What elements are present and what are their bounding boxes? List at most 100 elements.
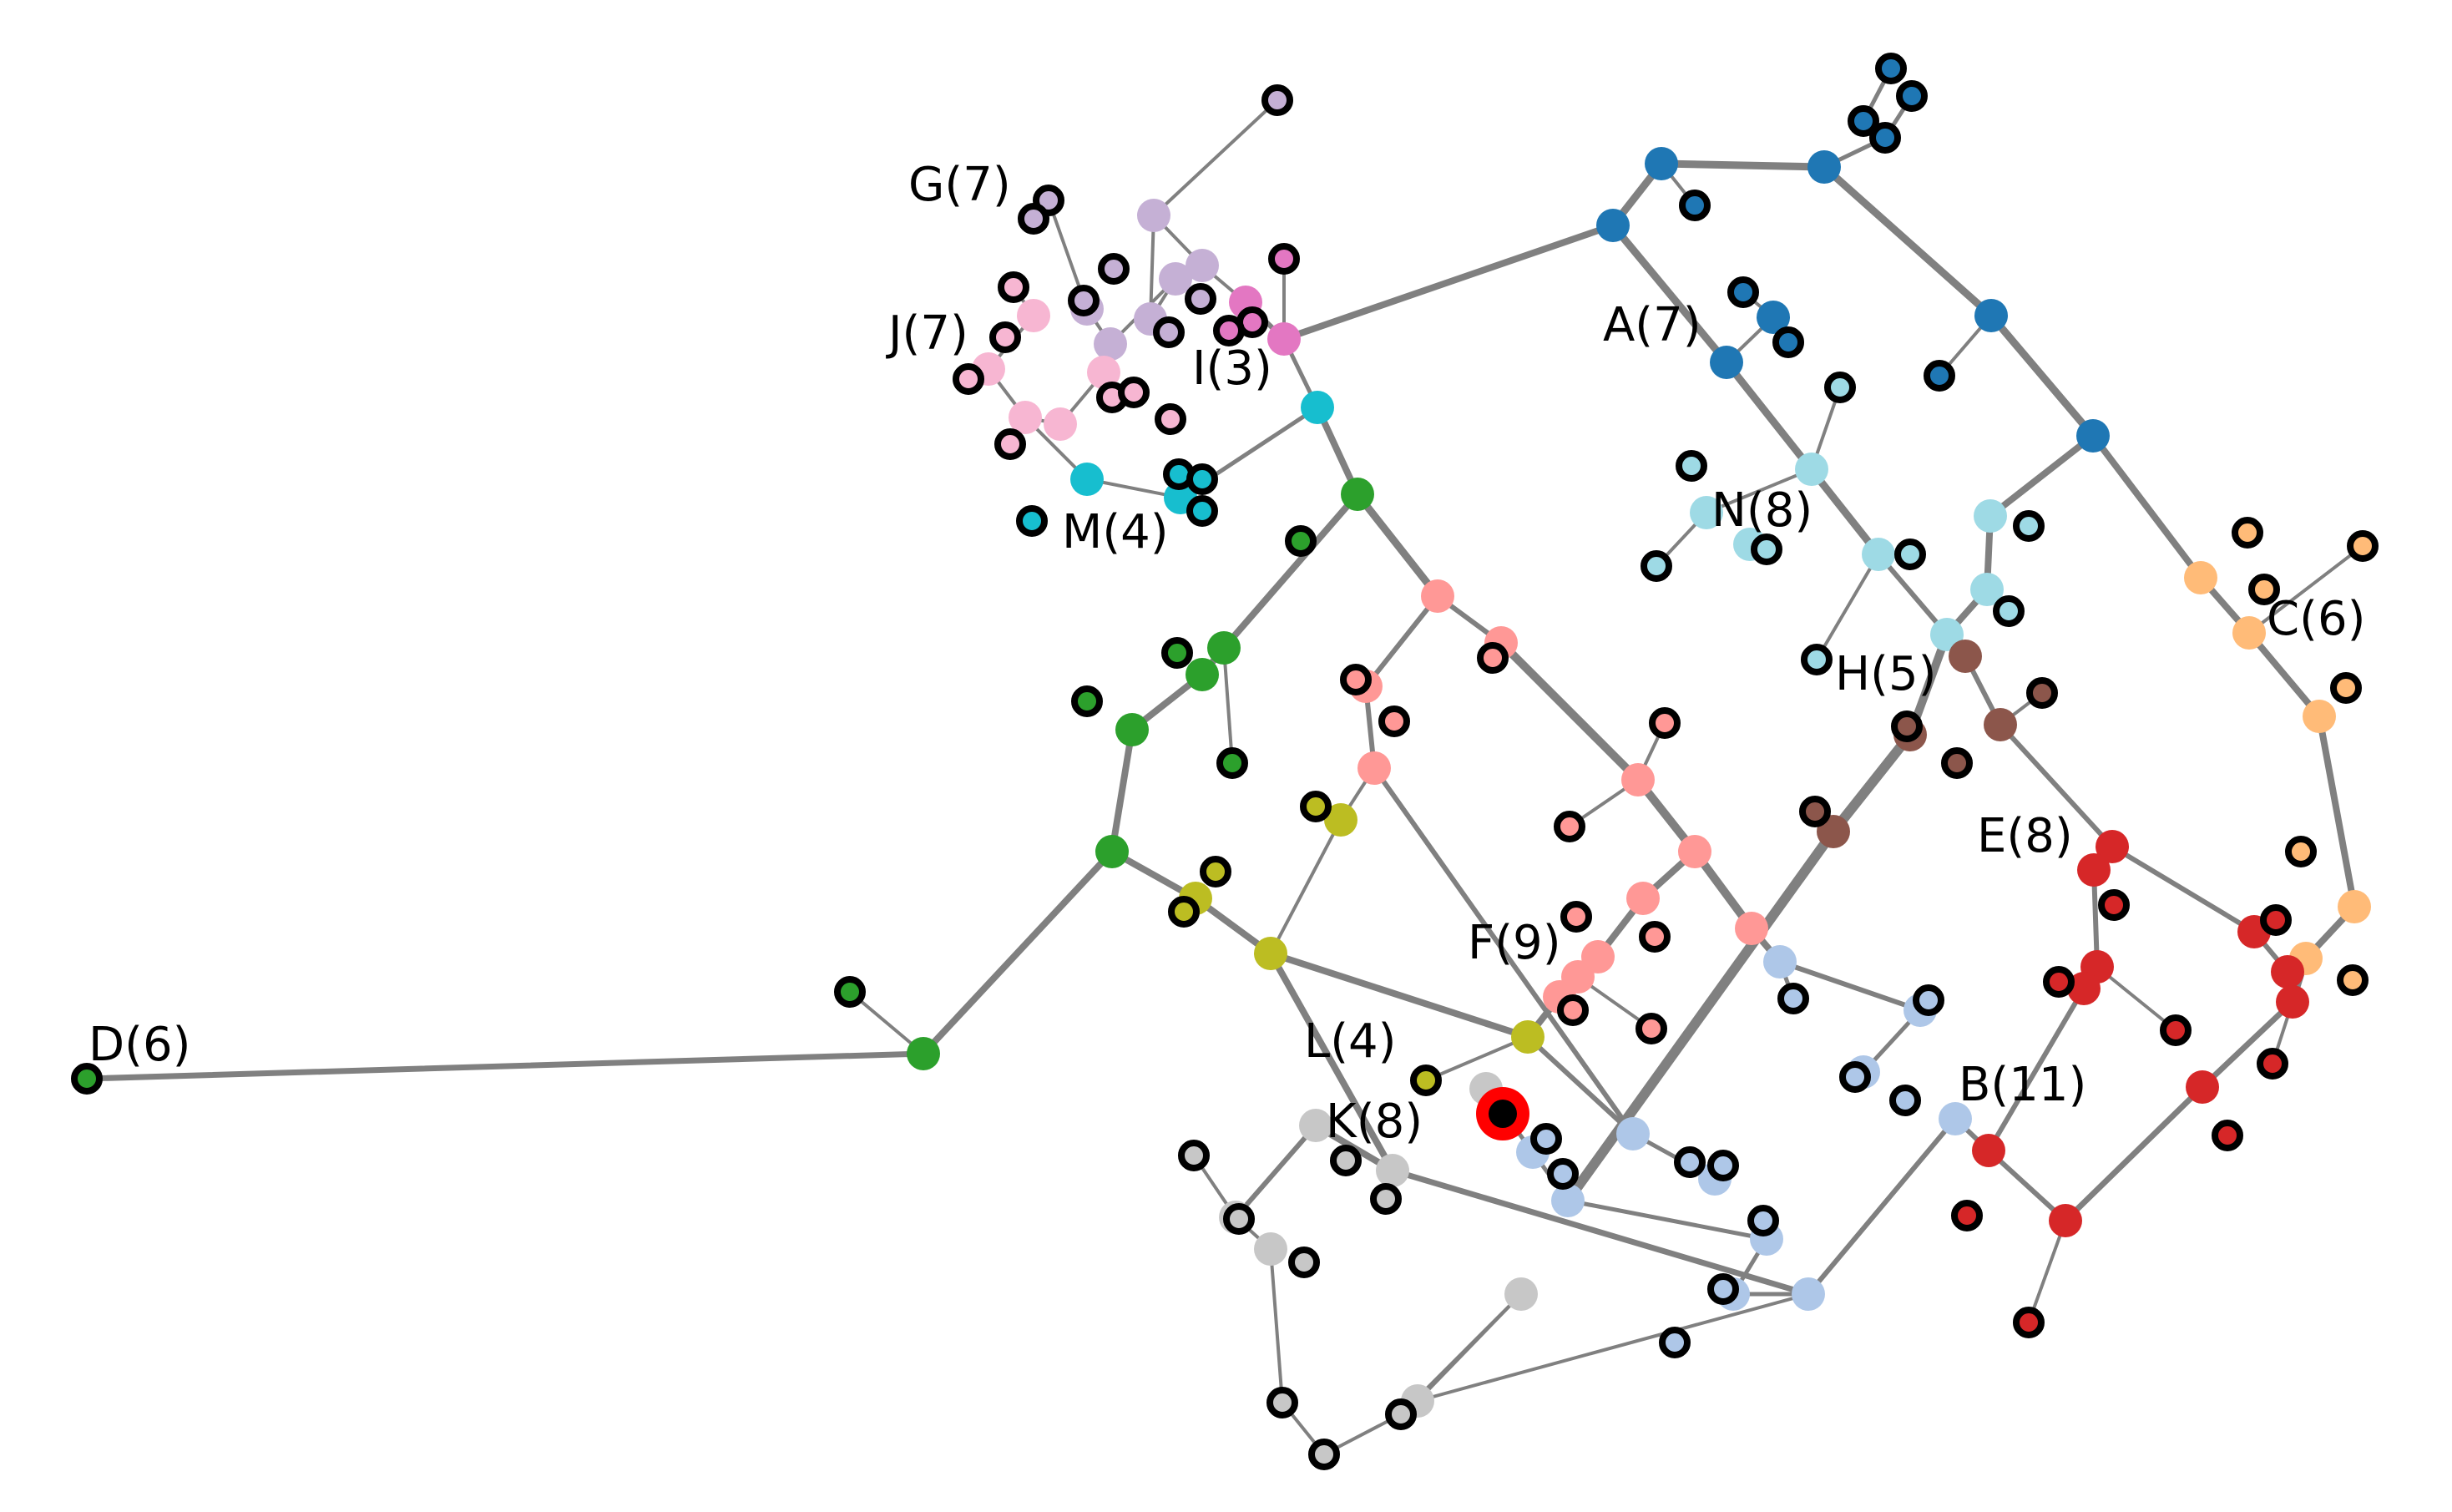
graph-node-c <box>2184 561 2217 594</box>
cluster-label-f: F(9) <box>1468 916 1561 970</box>
graph-node-m <box>1016 505 1048 537</box>
graph-node-n <box>1751 533 1782 565</box>
graph-edge <box>1563 827 1838 1206</box>
graph-edge <box>2199 999 2296 1090</box>
graph-node-n <box>1824 372 1856 403</box>
cluster-label-m: M(4) <box>1062 505 1169 559</box>
cluster-label-k: K(8) <box>1326 1095 1423 1149</box>
graph-node-e <box>2276 985 2309 1019</box>
label-layer: A(7) B(11) C(6) D(6) E(8) F(9) G(7) H(5)… <box>88 158 2365 1149</box>
graph-node-d <box>1161 637 1193 669</box>
graph-edge <box>2096 965 2177 1032</box>
graph-node-f <box>1340 664 1372 695</box>
graph-edge <box>1565 1198 1769 1241</box>
graph-node-f <box>1378 705 1410 737</box>
highlighted-node <box>1489 1100 1517 1128</box>
graph-node-m <box>1186 463 1218 495</box>
graph-node-e <box>2271 955 2304 989</box>
graph-node-d <box>1071 685 1103 717</box>
graph-node-f <box>1649 707 1681 739</box>
graph-edge <box>1269 1247 1284 1404</box>
graph-node-h <box>1799 796 1831 827</box>
graph-node-n <box>1801 644 1833 675</box>
graph-node-f <box>1626 882 1660 915</box>
graph-node-b <box>1763 945 1797 979</box>
graph-edge <box>1609 221 1731 367</box>
graph-node-k <box>1288 1247 1320 1278</box>
graph-node-k <box>1330 1145 1362 1176</box>
graph-node-j <box>1118 377 1150 408</box>
graph-node-n <box>1676 450 1707 482</box>
graph-node-c <box>2248 574 2280 605</box>
graph-node-a <box>1757 301 1790 334</box>
graph-node-d <box>907 1037 940 1070</box>
graph-node-e <box>2212 1120 2243 1151</box>
node-layer <box>71 53 2379 1470</box>
graph-node-e <box>1951 1200 1983 1231</box>
graph-node-n <box>1894 539 1926 570</box>
graph-edge <box>1424 1035 1529 1082</box>
graph-edge <box>83 1050 927 1082</box>
graph-node-n <box>1641 550 1672 582</box>
graph-node-d <box>1285 525 1317 557</box>
graph-node-f <box>1421 579 1454 613</box>
graph-node-d <box>1095 835 1129 868</box>
graph-edge <box>1705 468 1813 514</box>
graph-node-k <box>1223 1203 1255 1235</box>
graph-node-b <box>1792 1277 1825 1311</box>
graph-node-i <box>1213 315 1245 346</box>
graph-node-g <box>1153 316 1185 348</box>
graph-node-a <box>1875 53 1907 84</box>
graph-node-c <box>2330 672 2362 704</box>
graph-edge <box>2247 544 2364 635</box>
graph-node-n <box>1993 595 2025 627</box>
graph-node-l <box>1200 856 1231 887</box>
graph-node-h <box>1891 710 1923 742</box>
graph-node-b <box>1551 1184 1585 1217</box>
graph-node-f <box>1639 921 1671 953</box>
graph-edge <box>1820 163 1995 320</box>
graph-node-d <box>1341 478 1374 511</box>
graph-edge <box>1267 950 1396 1174</box>
graph-edge <box>1986 1148 2068 1223</box>
graph-edge <box>1372 766 1636 1136</box>
graph-node-a <box>1645 147 1678 180</box>
graph-edge <box>1998 722 2115 849</box>
graph-node-b <box>1839 1061 1871 1093</box>
graph-node-g <box>1098 253 1130 285</box>
graph-node-j <box>989 321 1021 353</box>
graph-node-b <box>1707 1273 1739 1305</box>
graph-edge <box>1806 1116 1958 1297</box>
graph-node-b <box>1547 1158 1579 1190</box>
graph-node-g <box>1137 199 1170 232</box>
cluster-label-g: G(7) <box>908 158 1011 212</box>
graph-node-l <box>1168 896 1200 928</box>
graph-node-m <box>1070 463 1104 496</box>
graph-node-i <box>1267 322 1301 356</box>
graph-node-d <box>1186 658 1219 691</box>
graph-edge <box>1109 726 1135 855</box>
cluster-label-b: B(11) <box>1959 1058 2086 1112</box>
graph-node-f <box>1554 811 1585 842</box>
graph-edge <box>1986 986 2086 1153</box>
graph-node-a <box>1896 80 1928 112</box>
graph-edge <box>1281 222 1616 342</box>
graph-node-e <box>2257 1048 2288 1080</box>
graph-node-k <box>1308 1439 1340 1470</box>
graph-node-c <box>2303 700 2336 733</box>
graph-edge <box>1777 959 1923 1013</box>
graph-node-j <box>1155 403 1186 435</box>
graph-node-d <box>1216 747 1248 779</box>
graph-node-j <box>1044 407 1077 441</box>
graph-edge <box>1987 311 2097 440</box>
graph-node-n <box>2013 510 2045 542</box>
graph-node-l <box>1324 803 1357 837</box>
graph-node-j <box>1087 356 1120 389</box>
graph-node-c <box>2337 964 2369 996</box>
graph-node-a <box>1772 326 1804 358</box>
graph-node-l <box>1511 1020 1545 1054</box>
graph-node-a <box>1679 190 1711 221</box>
graph-node-e <box>2013 1307 2045 1338</box>
cluster-label-n: N(8) <box>1711 483 1812 538</box>
